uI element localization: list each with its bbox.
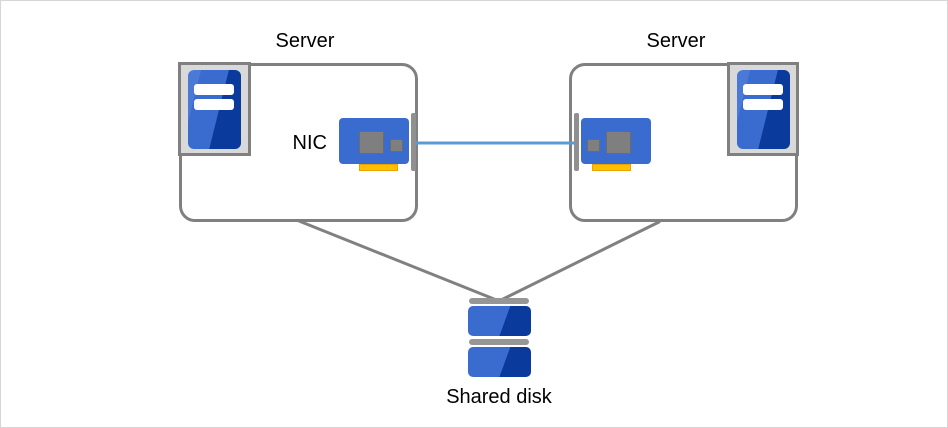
nic-edge-connector (592, 164, 631, 171)
disk-wire-left (297, 219, 501, 303)
server-tower-icon (727, 62, 799, 156)
server-left-label: Server (275, 30, 335, 52)
drive-bay (194, 99, 234, 110)
drive-bay (743, 99, 783, 110)
nic-card (339, 118, 409, 164)
nic-card (581, 118, 651, 164)
server-tower-icon (178, 62, 251, 156)
nic-bracket (574, 113, 579, 171)
tower-body (737, 70, 790, 149)
server-right-label: Server (646, 30, 706, 52)
nic-label: NIC (292, 132, 327, 154)
disk-separator (469, 339, 529, 345)
disk-wire-right (497, 220, 661, 303)
disk-separator (469, 298, 529, 304)
nic-chip (390, 139, 403, 152)
tower-body (188, 70, 241, 149)
disk-platter (468, 347, 531, 377)
drive-bay (743, 84, 783, 95)
nic-bracket (411, 113, 416, 171)
shared-disk-icon (468, 298, 531, 378)
disk-platter (468, 306, 531, 336)
nic-icon (339, 113, 416, 171)
drive-bay (194, 84, 234, 95)
nic-edge-connector (359, 164, 398, 171)
nic-chip (606, 131, 631, 154)
shared-disk-label: Shared disk (446, 386, 552, 408)
nic-chip (359, 131, 384, 154)
nic-icon (574, 113, 651, 171)
nic-chip (587, 139, 600, 152)
